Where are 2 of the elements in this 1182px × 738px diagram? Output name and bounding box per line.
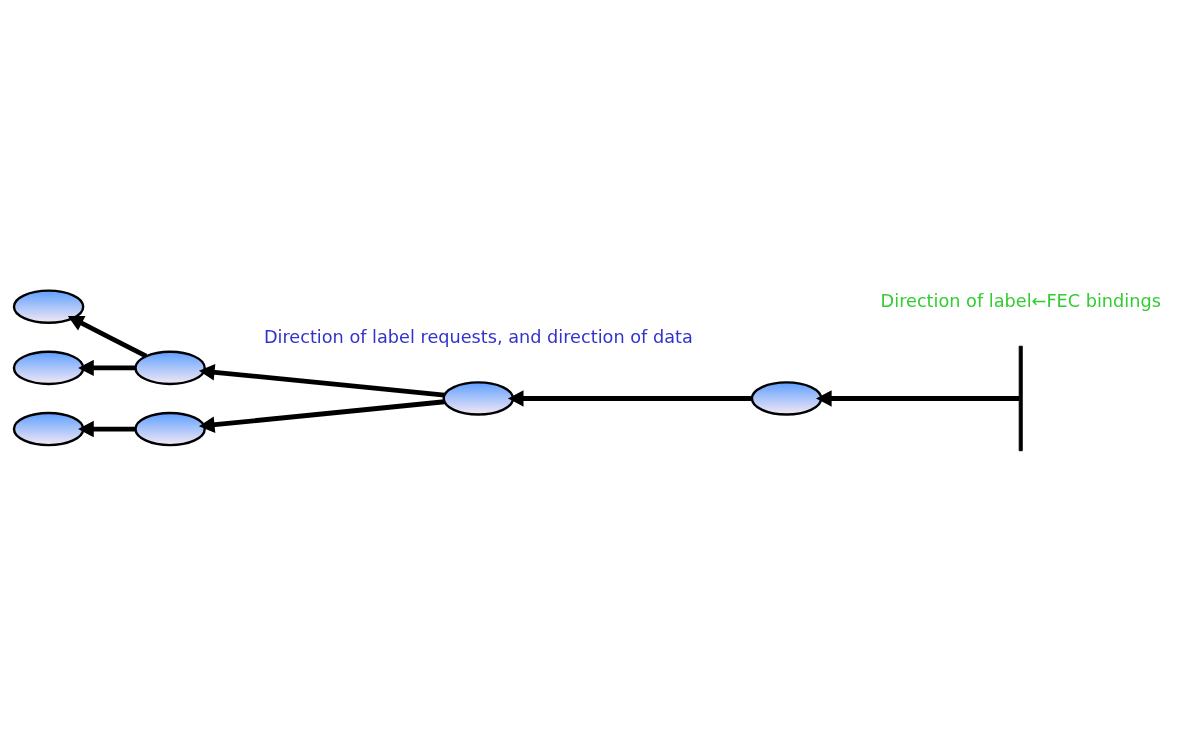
label: Direction of label←FEC bindings <box>880 290 1161 311</box>
label: Direction of label requests, and direction of data <box>263 326 693 347</box>
